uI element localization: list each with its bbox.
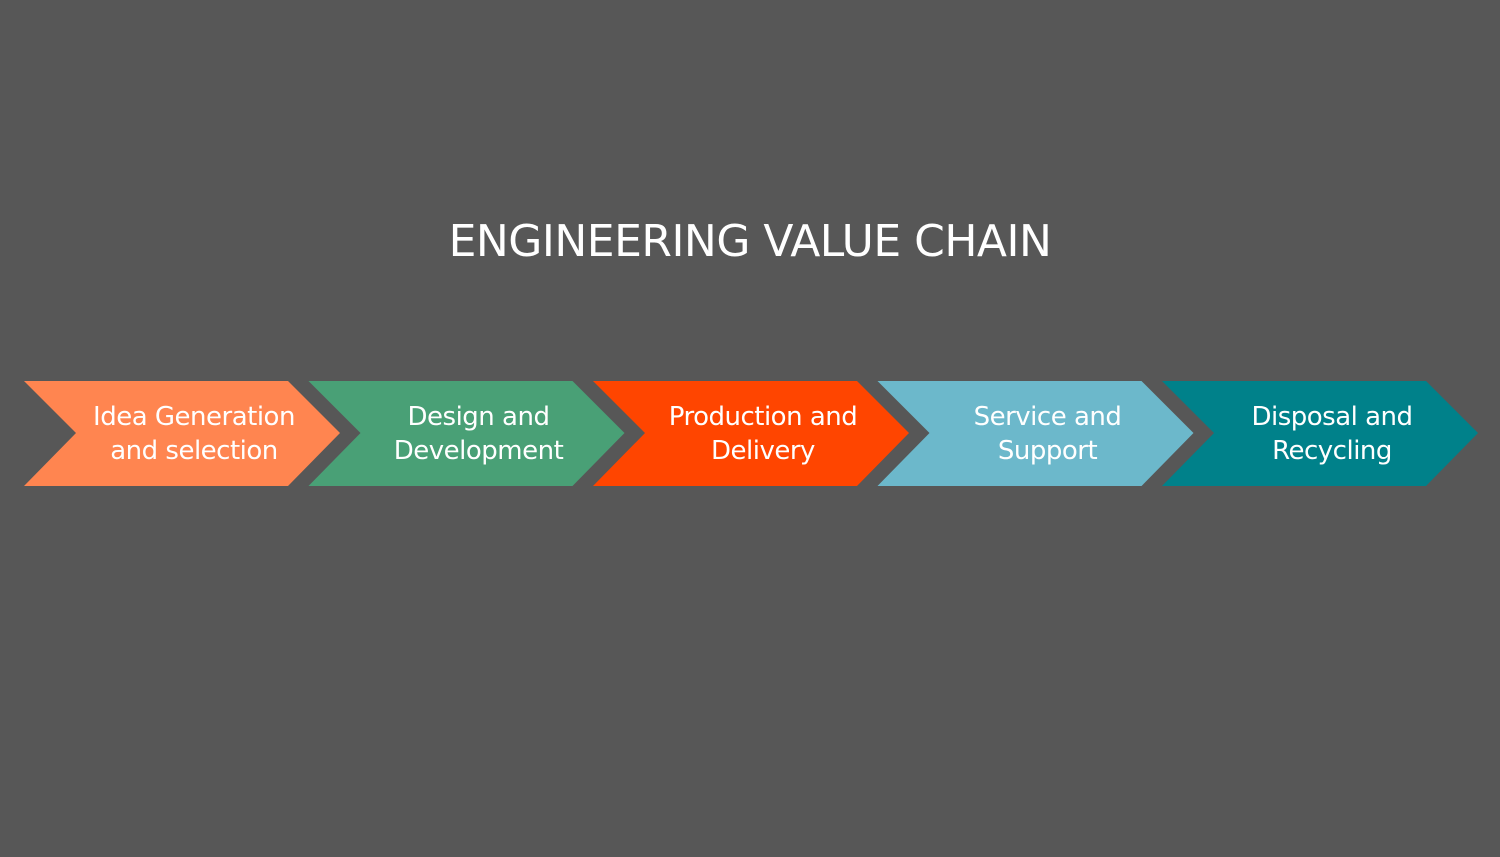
- chevron-stage-2: [308, 381, 625, 486]
- chevron-stage-4: [877, 381, 1194, 486]
- stage-label-line: Idea Generation: [93, 401, 295, 432]
- stage-label-line: Recycling: [1272, 435, 1392, 466]
- diagram-title: ENGINEERING VALUE CHAIN: [448, 216, 1052, 267]
- stage-label-line: and selection: [110, 435, 278, 466]
- stage-label-line: Support: [997, 435, 1098, 466]
- stage-label-line: Production and: [668, 401, 858, 432]
- stage-label-line: Delivery: [711, 435, 815, 466]
- stage-label-line: Design and: [407, 401, 550, 432]
- chevron-stage-5: [1162, 381, 1478, 486]
- stage-label-line: Development: [393, 435, 564, 466]
- chevron-stage-1: [24, 381, 340, 486]
- chevron-stage-3: [593, 381, 909, 486]
- stage-label-line: Disposal and: [1251, 401, 1413, 432]
- stage-label-line: Service and: [973, 401, 1122, 432]
